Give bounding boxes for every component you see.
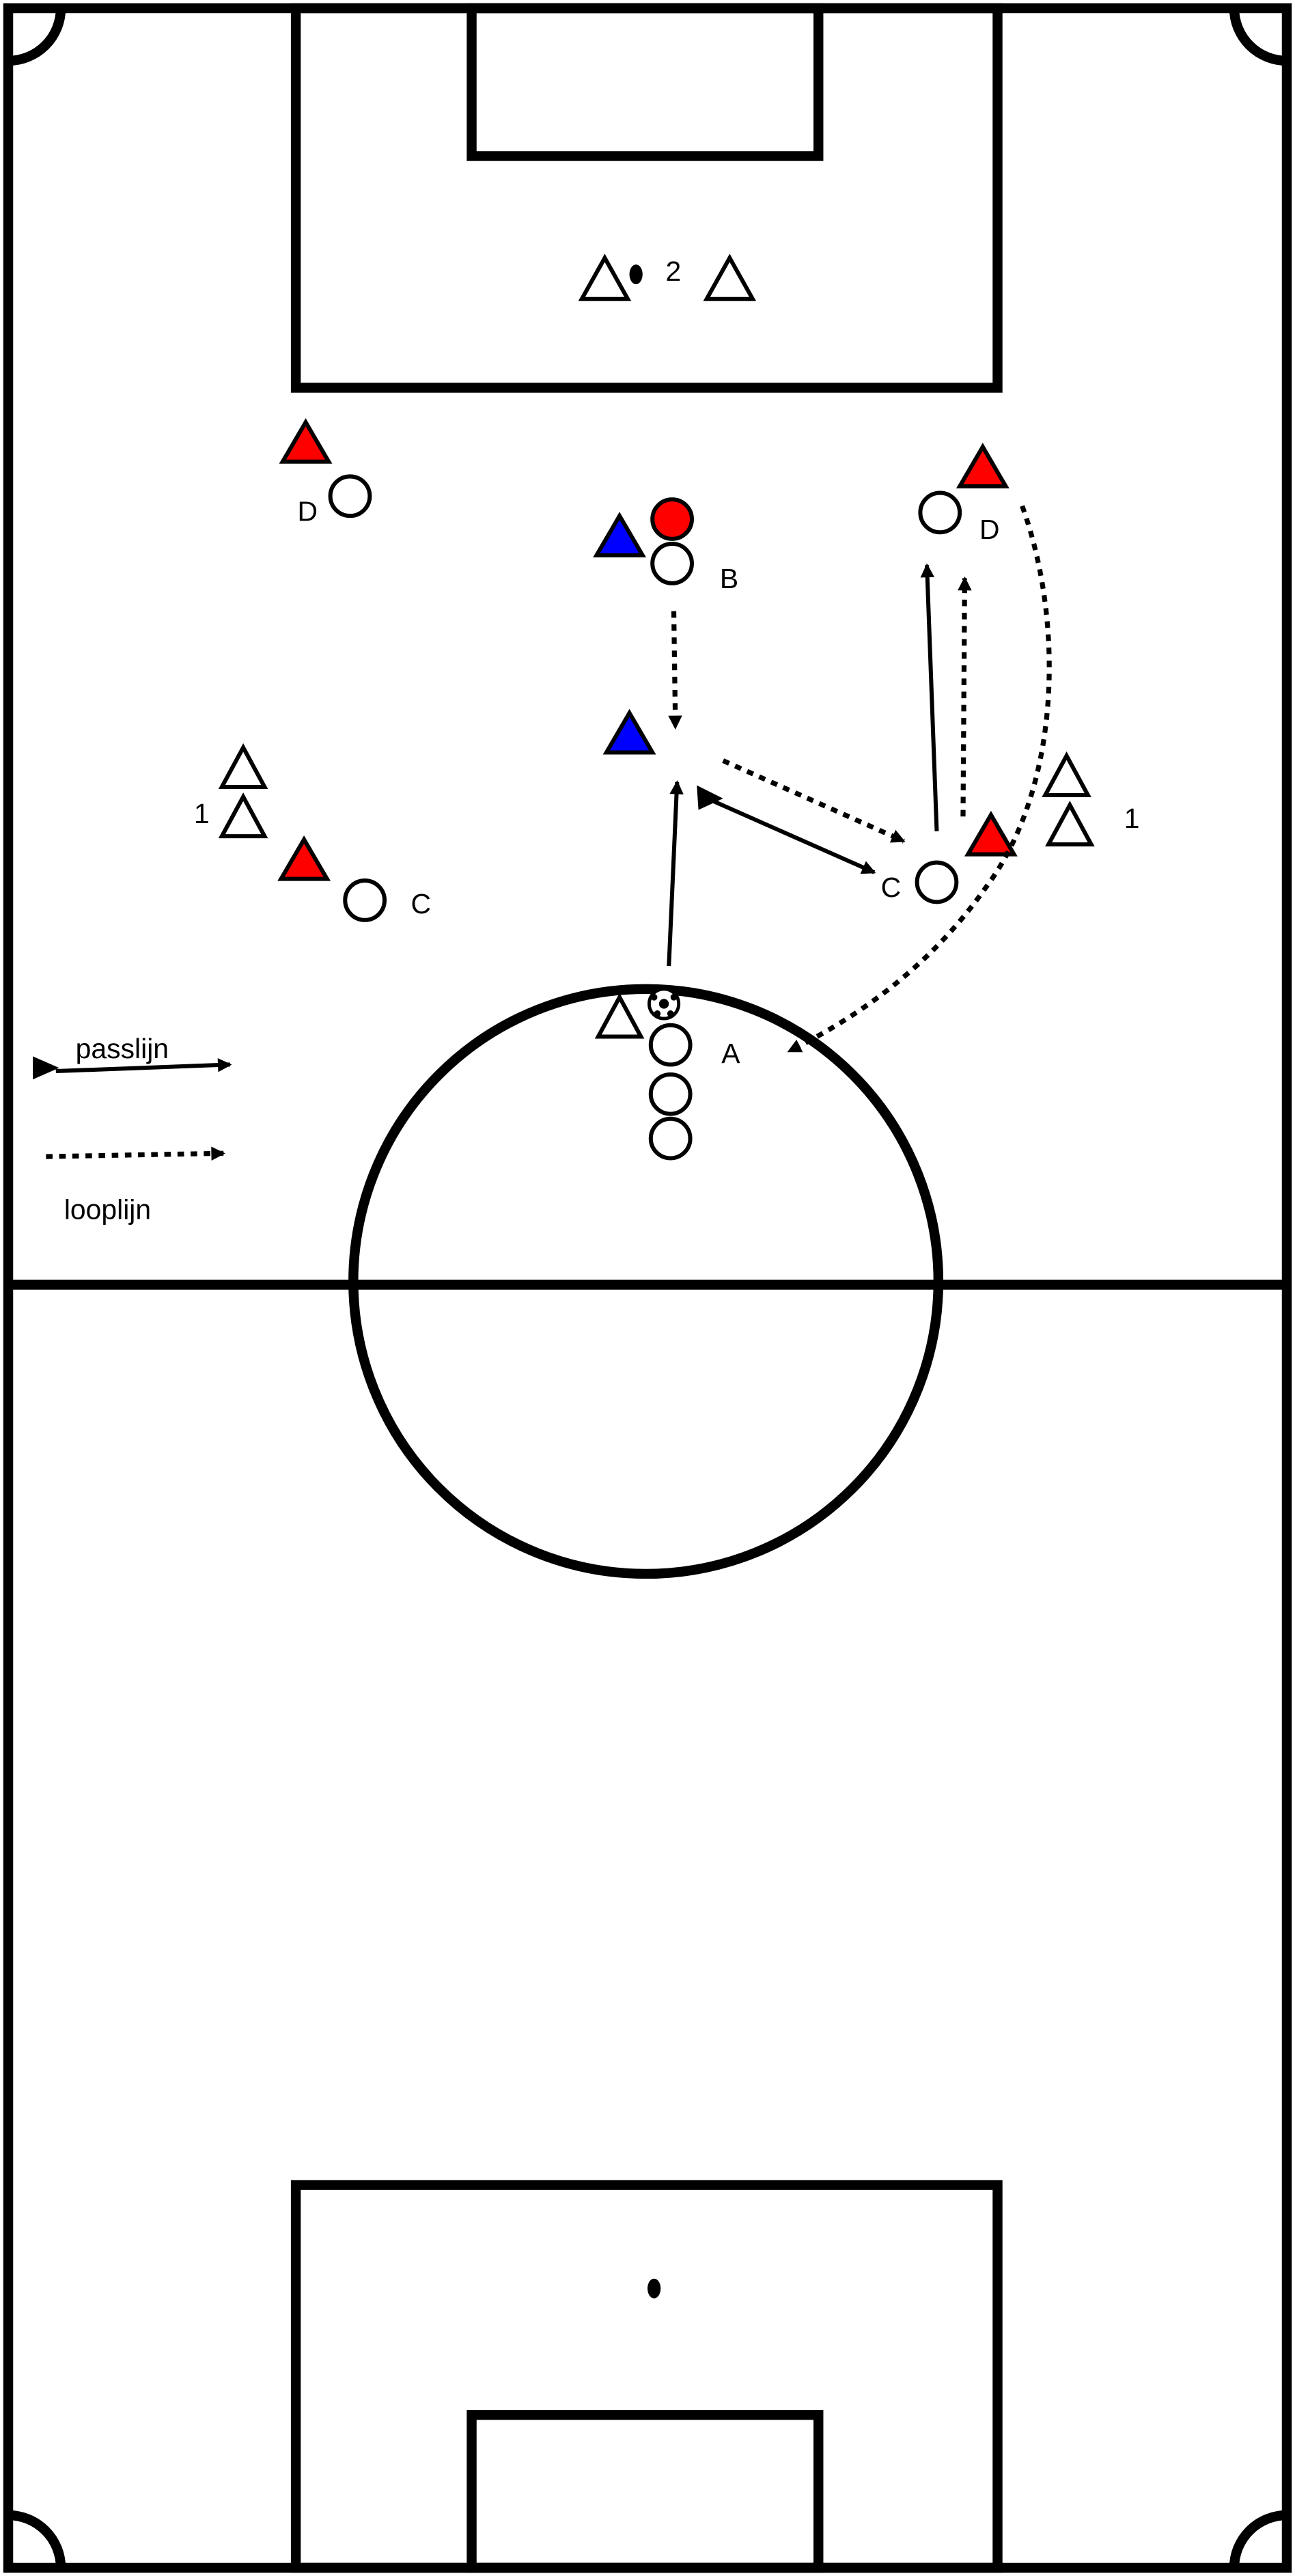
cone-blue (602, 708, 656, 755)
label-b: B (720, 563, 738, 594)
label-c-right: C (881, 872, 902, 903)
right-cone-number: 1 (1124, 803, 1140, 834)
cone-white (218, 792, 268, 839)
field-markings (3, 3, 1292, 2573)
left-cone-number: 1 (194, 798, 210, 829)
cones-and-markers: 2 1 1 (194, 253, 1140, 1039)
legend-run-line (46, 1146, 225, 1161)
cone-red (964, 810, 1018, 857)
cone-white (1042, 751, 1091, 798)
label-c-left: C (411, 888, 432, 919)
legend-run-label: looplijn (64, 1193, 151, 1225)
cone-red (279, 418, 333, 464)
cone-blue (593, 512, 647, 557)
top-penalty-spot (629, 264, 643, 285)
player-a-queue (648, 1072, 693, 1116)
pass-arrow (702, 794, 876, 874)
arrow-tail (697, 785, 723, 810)
movement-arrows (667, 505, 1052, 1054)
cone-white (703, 253, 757, 301)
cone-white (1045, 801, 1095, 847)
bottom-penalty-box (290, 2180, 1003, 2573)
corner-arc-top-left (8, 8, 66, 66)
player-b (650, 542, 694, 585)
player-d-right (918, 490, 962, 535)
player-red (650, 497, 694, 541)
player-a-queue (648, 1116, 693, 1161)
bottom-penalty-spot (648, 2278, 661, 2299)
label-d-left: D (298, 495, 318, 527)
ball-icon (648, 987, 681, 1021)
legend-arrow-tail (33, 1056, 59, 1080)
cone-red (277, 835, 331, 881)
cone-white (218, 743, 268, 789)
legend-pass-line (55, 1058, 232, 1074)
corner-arc-bottom-left (8, 2510, 66, 2568)
cone-white (594, 993, 645, 1039)
player-c-left (343, 878, 387, 922)
run-arrow (958, 576, 972, 817)
top-group-number: 2 (665, 255, 681, 287)
label-d-right: D (979, 514, 1000, 545)
label-a: A (721, 1038, 740, 1069)
run-arrow-curved (787, 505, 1052, 1054)
player-a (648, 1023, 693, 1067)
corner-arc-top-right (1229, 8, 1287, 66)
run-arrow (668, 611, 682, 730)
run-arrow (722, 758, 906, 844)
pass-arrow (920, 563, 939, 832)
bottom-goal-box (467, 2410, 824, 2573)
center-circle (348, 984, 944, 1579)
player-d-left (328, 474, 372, 518)
top-penalty-box (290, 3, 1003, 393)
players: D B D C C A (298, 474, 1000, 1161)
pass-arrow (667, 780, 684, 967)
legend-pass-label: passlijn (76, 1033, 169, 1064)
legend: passlijn looplijn (33, 1033, 232, 1225)
cone-white (578, 253, 632, 301)
top-goal-box (467, 3, 824, 161)
player-c-right (915, 860, 959, 904)
corner-arc-bottom-right (1229, 2510, 1287, 2568)
cone-red (956, 443, 1009, 488)
